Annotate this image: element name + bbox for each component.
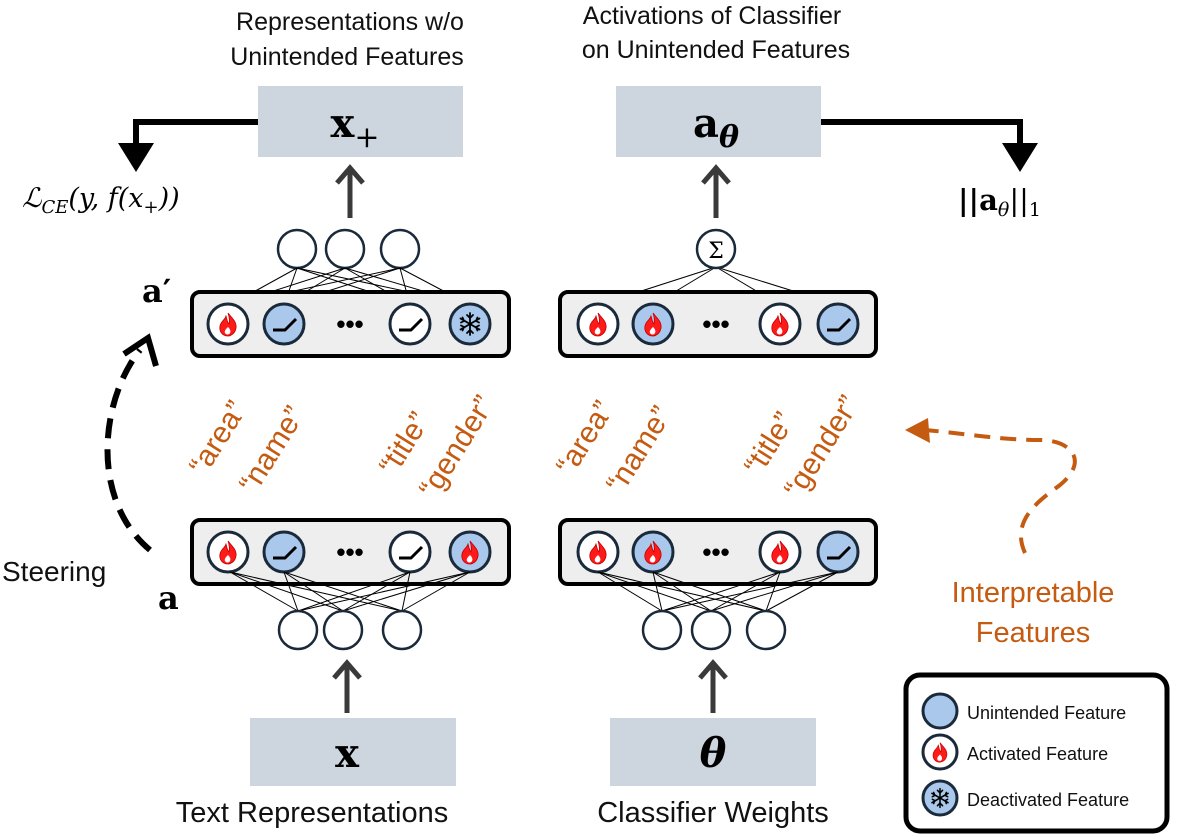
a-theta-symbol: aθ xyxy=(693,100,739,155)
right-words: “area” “name” “title” “gender” xyxy=(550,390,866,504)
left-bottom-connections xyxy=(229,571,471,612)
norm-arrow-line xyxy=(821,119,1023,148)
x-input-box xyxy=(250,718,456,786)
ellipsis: ••• xyxy=(336,537,363,567)
right-top-features: ••• xyxy=(576,302,860,346)
left-bottom-hidden-nodes xyxy=(277,609,423,651)
left-top-hidden-nodes xyxy=(276,228,421,270)
loss-arrowhead xyxy=(118,143,154,172)
legend-activated-label: Activated Feature xyxy=(967,744,1108,764)
a-features: ••• xyxy=(206,530,492,574)
sum-symbol: Σ xyxy=(708,239,724,264)
sum-node xyxy=(695,228,737,270)
loss-arrow-line xyxy=(133,119,258,148)
left-bottom-caption: Text Representations xyxy=(176,797,448,829)
relu-node xyxy=(388,530,432,574)
right-top-caption-line2: on Unintended Features xyxy=(582,36,850,64)
x-input-symbol: x xyxy=(335,730,360,777)
steering-arrow xyxy=(104,348,152,553)
x-plus-symbol: x+ xyxy=(331,100,380,155)
interpretable-arrowhead xyxy=(905,418,930,443)
legend-box xyxy=(903,672,1170,834)
left-up-arrowhead-bottom xyxy=(332,659,362,680)
norm-label: ||aθ||1 xyxy=(958,183,1041,221)
right-bottom-caption: Classifier Weights xyxy=(597,797,829,829)
word-gender: “gender” xyxy=(778,390,866,504)
right-up-arrowhead-top xyxy=(701,164,731,185)
left-words: “area” “name” “title” “gender” xyxy=(183,390,501,504)
legend-deactivated-label: Deactivated Feature xyxy=(967,790,1129,810)
ellipsis: ••• xyxy=(702,537,729,567)
ellipsis: ••• xyxy=(702,309,729,339)
interpretable-label-line2: Features xyxy=(976,617,1090,649)
interpretable-arrow xyxy=(924,428,1077,554)
steering-label: Steering xyxy=(2,556,106,587)
right-bottom-features: ••• xyxy=(576,530,860,574)
theta-input-symbol: θ xyxy=(700,730,727,777)
unintended-relu-node xyxy=(816,530,860,574)
a-prime-label: a′ xyxy=(142,272,171,310)
unintended-relu-node xyxy=(816,302,860,346)
a-prime-features: ••• xyxy=(206,302,492,346)
right-up-arrowhead-bottom xyxy=(698,659,728,680)
right-top-caption-line1: Activations of Classifier xyxy=(583,2,841,30)
unintended-relu-node xyxy=(262,530,306,574)
legend: Unintended Feature Activated Feature Dea… xyxy=(903,672,1170,834)
left-top-caption-line1: Representations w/o xyxy=(236,8,464,36)
unintended-relu-node xyxy=(262,302,306,346)
norm-arrowhead xyxy=(1002,143,1038,172)
legend-unintended-swatch xyxy=(921,692,959,730)
steering-arrowhead xyxy=(122,333,159,367)
legend-unintended-label: Unintended Feature xyxy=(967,703,1126,723)
right-bottom-hidden-nodes xyxy=(641,609,787,651)
right-bottom-connections xyxy=(597,571,839,612)
ellipsis: ••• xyxy=(336,309,363,339)
relu-node xyxy=(388,302,432,346)
theta-input-box xyxy=(610,718,816,786)
loss-label: ℒCE(y, f(x+)) xyxy=(22,183,180,218)
interpretable-label-line1: Interpretable xyxy=(952,577,1115,609)
word-gender: “gender” xyxy=(413,390,501,504)
x-plus-box xyxy=(258,86,463,157)
left-top-caption-line2: Unintended Features xyxy=(230,43,463,71)
a-label: a xyxy=(158,579,179,617)
a-theta-box xyxy=(616,86,821,157)
left-up-arrowhead-top xyxy=(335,164,365,185)
